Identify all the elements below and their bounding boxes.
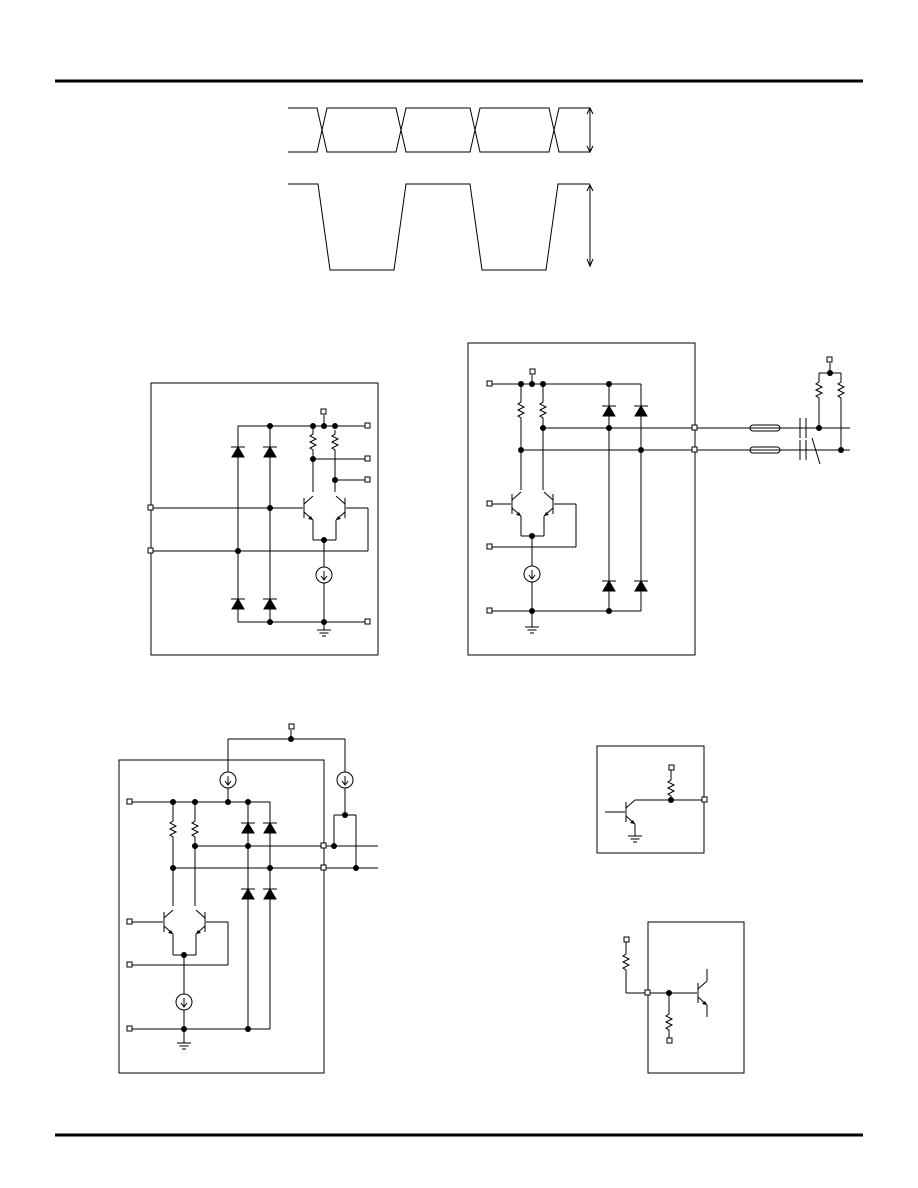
esd-diode-icon xyxy=(633,580,649,592)
esd-diode-icon xyxy=(601,580,617,592)
pin-terminal-icon xyxy=(147,547,154,554)
ground-icon xyxy=(627,835,643,843)
pin-terminal-icon xyxy=(320,864,327,871)
npn-transistor-icon xyxy=(335,495,346,521)
pin-terminal-icon xyxy=(320,408,327,415)
pin-terminal-icon xyxy=(691,424,698,431)
current-source-icon xyxy=(523,565,541,583)
esd-diode-icon xyxy=(230,598,246,610)
npn-transistor-icon xyxy=(163,909,174,935)
chip-boundary xyxy=(647,921,745,1074)
pin-terminal-icon xyxy=(668,764,675,771)
chip-boundary xyxy=(467,342,696,656)
amplitude-dimension-arrow-2 xyxy=(586,183,594,268)
pin-terminal-icon xyxy=(126,798,133,805)
bias-resistor-icon xyxy=(665,1009,673,1035)
open-collector-output xyxy=(596,745,708,854)
capacitor-icon xyxy=(799,418,821,465)
esd-diode-icon xyxy=(262,822,278,834)
output-driver-ac-coupled xyxy=(467,342,850,656)
esd-diode-icon xyxy=(601,405,617,417)
esd-diode-icon xyxy=(262,598,278,610)
load-resistor-icon xyxy=(191,816,199,842)
chip-boundary xyxy=(150,382,379,656)
data-eye-waveform xyxy=(288,107,590,153)
input-equivalent-circuit xyxy=(147,382,379,656)
pullup-resistor-icon xyxy=(667,775,675,801)
pin-terminal-icon xyxy=(364,476,371,483)
pin-terminal-icon xyxy=(364,618,371,625)
input-bias-transistor xyxy=(622,921,745,1074)
coax-cable-icon xyxy=(749,424,781,454)
pin-terminal-icon xyxy=(486,543,493,550)
pin-terminal-icon xyxy=(691,446,698,453)
pin-terminal-icon xyxy=(126,918,133,925)
pin-terminal-icon xyxy=(826,356,833,363)
pin-terminal-icon xyxy=(320,842,327,849)
esd-diode-icon xyxy=(262,888,278,900)
pin-terminal-icon xyxy=(288,723,295,730)
esd-diode-icon xyxy=(262,446,278,458)
pin-terminal-icon xyxy=(623,936,630,943)
npn-transistor-icon xyxy=(303,495,314,521)
termination-resistor-icon xyxy=(837,377,845,403)
bias-resistor-icon xyxy=(622,949,630,975)
pin-terminal-icon xyxy=(126,1025,133,1032)
pin-terminal-icon xyxy=(486,500,493,507)
npn-transistor-icon xyxy=(511,491,522,517)
npn-transistor-icon xyxy=(543,491,554,517)
pin-terminal-icon xyxy=(486,380,493,387)
ground-icon xyxy=(176,1042,192,1050)
pin-terminal-icon xyxy=(364,455,371,462)
esd-diode-icon xyxy=(230,446,246,458)
pin-terminal-icon xyxy=(364,422,371,429)
pin-terminal-icon xyxy=(486,607,493,614)
load-resistor-icon xyxy=(331,429,339,455)
esd-diode-icon xyxy=(240,822,256,834)
npn-transistor-icon xyxy=(625,799,636,825)
transition-waveform xyxy=(288,183,590,271)
esd-diode-icon xyxy=(240,888,256,900)
ground-icon xyxy=(316,629,332,637)
pin-terminal-icon xyxy=(529,368,536,375)
termination-resistor-icon xyxy=(815,377,823,403)
esd-diode-icon xyxy=(633,405,649,417)
output-driver-current-source xyxy=(118,723,378,1074)
waveform-timing-figure xyxy=(288,106,594,271)
current-source-icon xyxy=(219,771,237,789)
ground-icon xyxy=(524,626,540,634)
pin-terminal-icon xyxy=(147,504,154,511)
pin-terminal-icon xyxy=(126,961,133,968)
pin-terminal-icon xyxy=(701,796,708,803)
load-resistor-icon xyxy=(517,397,525,423)
npn-transistor-icon xyxy=(195,909,206,935)
pin-terminal-icon xyxy=(666,1037,673,1044)
current-source-icon xyxy=(336,771,354,789)
amplitude-dimension-arrow-1 xyxy=(586,106,594,154)
load-resistor-icon xyxy=(309,429,317,455)
pin-terminal-icon xyxy=(644,989,651,996)
chip-boundary xyxy=(118,759,325,1074)
current-source-icon xyxy=(175,993,193,1011)
npn-transistor-icon xyxy=(697,980,708,1006)
load-resistor-icon xyxy=(539,397,547,423)
load-resistor-icon xyxy=(169,816,177,842)
current-source-icon xyxy=(315,566,333,584)
